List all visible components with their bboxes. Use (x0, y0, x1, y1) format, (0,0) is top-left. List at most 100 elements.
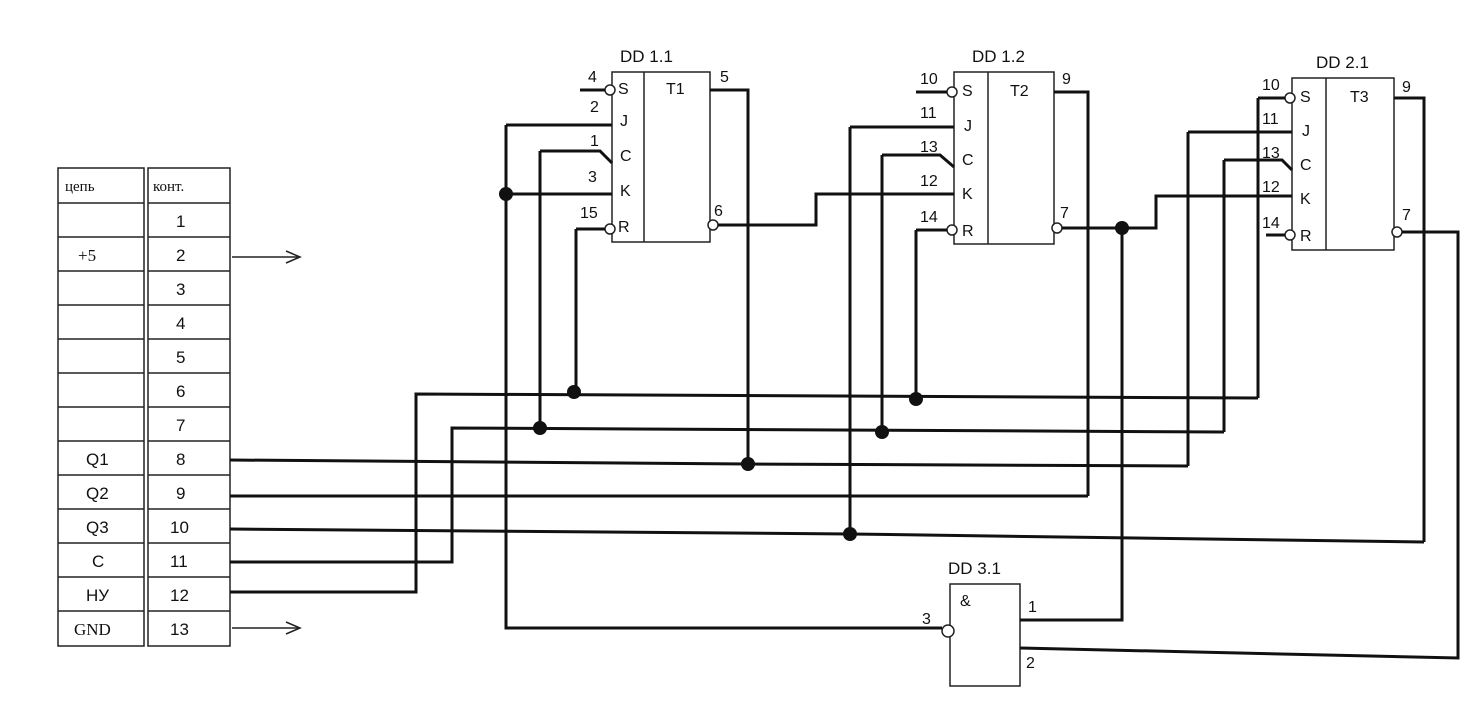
table-cell-contact: 5 (176, 348, 185, 367)
junction-dot (567, 385, 581, 399)
table-cell-contact: 6 (176, 382, 185, 401)
table-cell-contact: 10 (170, 518, 189, 537)
table-cell-contact: 1 (176, 212, 185, 231)
table-cell-circuit: +5 (78, 246, 96, 265)
input-r: R (618, 219, 630, 236)
wiring (229, 88, 1460, 660)
input-c: C (962, 152, 974, 169)
input-j: J (620, 113, 628, 130)
pin-label: 10 (1262, 77, 1280, 94)
junction-dot (875, 425, 889, 439)
flip-flop-t2: DD 1.2 T2 S J C K R 10 11 13 12 14 9 7 (920, 47, 1071, 245)
input-s: S (962, 83, 973, 100)
inverting-bubble (1284, 92, 1296, 104)
pin-label: 15 (580, 205, 598, 222)
pin-label: 4 (588, 69, 597, 86)
table-header-contact: конт. (153, 179, 184, 195)
table-cell-contact: 7 (176, 416, 185, 435)
input-s: S (1300, 89, 1311, 106)
input-j: J (964, 118, 972, 135)
pin-label: 14 (1262, 215, 1280, 232)
pin-label: 9 (1402, 79, 1411, 96)
input-r: R (962, 223, 974, 240)
inverting-bubble (604, 84, 616, 96)
pin-label: 10 (920, 71, 938, 88)
table-cell-contact: 3 (176, 280, 185, 299)
pin-label: 13 (1262, 145, 1280, 162)
table-cell-contact: 2 (176, 246, 185, 265)
pin-label: 13 (920, 139, 938, 156)
inverting-bubble (941, 624, 955, 638)
junction-dot (843, 527, 857, 541)
table-row-lines (58, 202, 230, 612)
input-c: C (620, 148, 632, 165)
pin-label: 7 (1060, 205, 1069, 222)
pin-label: 2 (1026, 655, 1035, 672)
chip-ref: DD 1.2 (972, 47, 1025, 66)
table-cell-circuit: НУ (86, 586, 109, 605)
input-k: K (1300, 191, 1311, 208)
and-gate: DD 3.1 & 3 1 2 (922, 559, 1037, 687)
pin-label: 11 (920, 105, 937, 122)
inverting-bubble (946, 224, 958, 236)
gate-symbol: & (960, 593, 971, 610)
inverting-bubble (604, 223, 616, 235)
pin-label: 6 (714, 203, 723, 220)
pin-label: 12 (920, 173, 938, 190)
table-cell-circuit: Q3 (86, 518, 109, 537)
arrow-right-icon (232, 250, 302, 264)
connector-table: цепь конт. 1 +5 2 3 4 5 6 7 Q1 8 Q2 9 Q3… (57, 167, 231, 647)
pin-label: 14 (920, 209, 938, 226)
table-cell-contact: 9 (176, 484, 185, 503)
pin-label: 2 (590, 99, 599, 116)
junction-dot (909, 392, 923, 406)
flip-flop-t3: DD 2.1 T3 S J C K R 10 11 13 12 14 9 7 (1262, 53, 1411, 251)
input-r: R (1300, 228, 1312, 245)
pin-label: 1 (1028, 599, 1037, 616)
inverting-bubble (1051, 222, 1063, 234)
junctions (499, 187, 1129, 541)
chip-body (611, 71, 711, 243)
pin-label: 9 (1062, 71, 1071, 88)
input-k: K (962, 186, 973, 203)
flip-flop-t1: DD 1.1 T1 S J C K R 4 2 1 3 15 5 6 (580, 47, 729, 243)
table-cell-contact: 4 (176, 314, 185, 333)
chip-name: T2 (1010, 83, 1029, 100)
table-cell-contact: 13 (170, 620, 189, 639)
gate-ref: DD 3.1 (948, 559, 1001, 578)
pin-label: 1 (590, 133, 599, 150)
chip-name: T3 (1350, 89, 1369, 106)
pin-label: 12 (1262, 179, 1280, 196)
junction-dot (499, 187, 513, 201)
table-cell-contact: 11 (170, 552, 188, 571)
chip-body (953, 71, 1055, 245)
table-header-circuit: цепь (65, 179, 95, 195)
inverting-bubble (946, 86, 958, 98)
table-cell-circuit: Q2 (86, 484, 109, 503)
table-cell-circuit: Q1 (86, 450, 109, 469)
junction-dot (1115, 221, 1129, 235)
pin-label: 7 (1402, 207, 1411, 224)
input-j: J (1302, 123, 1310, 140)
junction-dot (533, 421, 547, 435)
table-cell-contact: 12 (170, 586, 189, 605)
chip-ref: DD 2.1 (1316, 53, 1369, 72)
chip-body (1291, 77, 1395, 251)
input-c: C (1300, 157, 1312, 174)
pin-label: 11 (1262, 111, 1279, 128)
pin-label: 5 (720, 69, 729, 86)
gate-body (949, 583, 1021, 687)
arrow-right-icon (232, 621, 302, 635)
table-cell-circuit: GND (74, 620, 111, 639)
inverting-bubble (1284, 229, 1296, 241)
junction-dot (741, 457, 755, 471)
pin-label: 3 (588, 169, 597, 186)
table-cell-circuit: C (92, 552, 104, 571)
input-k: K (620, 183, 631, 200)
chip-ref: DD 1.1 (620, 47, 673, 66)
inverting-bubble (707, 219, 719, 231)
chip-name: T1 (666, 81, 685, 98)
table-cell-contact: 8 (176, 450, 185, 469)
pin-label: 3 (922, 611, 931, 628)
